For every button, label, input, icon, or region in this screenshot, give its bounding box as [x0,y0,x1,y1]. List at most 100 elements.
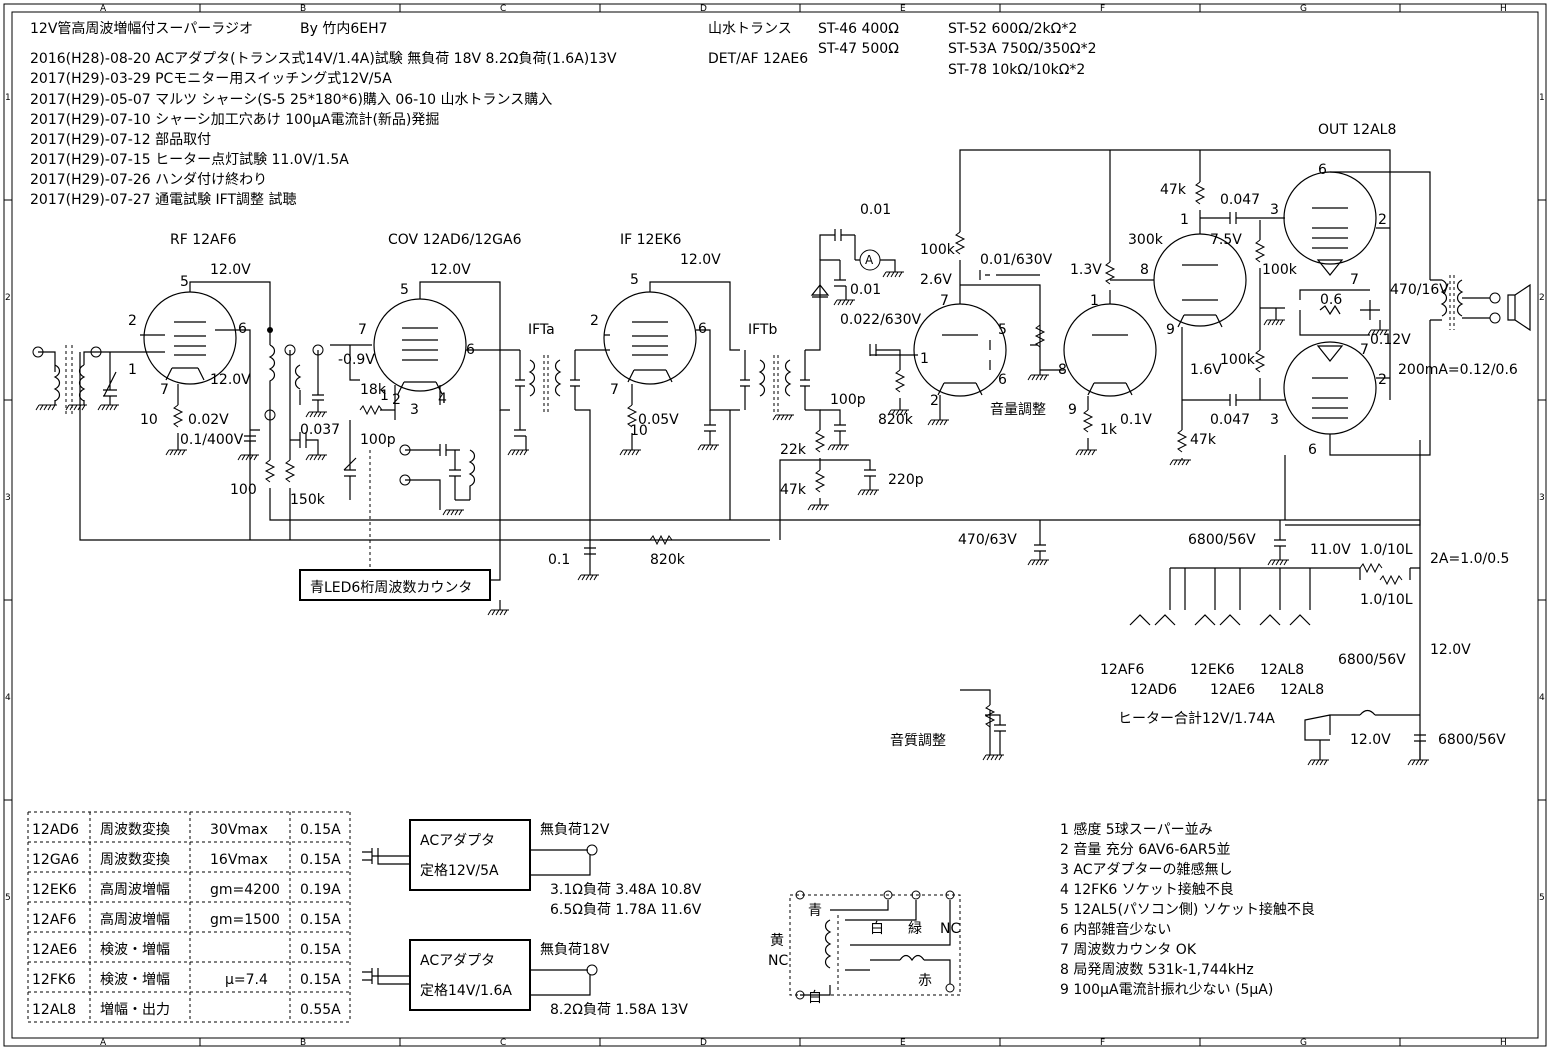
col-marker: D [700,4,707,14]
row-marker: 2 [5,293,11,303]
heater-tube-label: 12AF6 [1100,662,1144,678]
pin-number: 2 [590,313,599,329]
ac-adapter-14v: ACアダプタ 定格14V/1.6A 無負荷18V 8.2Ω負荷 1.58A 13… [362,939,688,1018]
pin-number: 1 [1090,293,1099,309]
ac-adapter-noload: 無負荷12V [540,822,610,838]
value-label: 470/63V [958,532,1017,548]
label-rf-tube: RF 12AF6 [170,232,237,248]
value-label: 18k [360,382,387,398]
value-label: 0.047 [1210,412,1250,428]
inner-frame [11,11,1539,1039]
value-label: 0.037 [300,422,340,438]
note-item: 5 12AL5(パソコン側) ソケット接触不良 [1060,901,1315,918]
table-cell: gm=1500 [210,912,280,928]
value-label: 12.0V [210,372,251,388]
pin-number: 7 [358,322,367,338]
value-label: -0.9V [338,352,375,368]
value-label: 1.3V [1070,262,1102,278]
pin-number: 6 [698,321,707,337]
ammeter-symbol: A [865,253,874,267]
value-label: 220p [888,472,924,488]
pin-number: 9 [1068,402,1077,418]
value-label: 47k [780,482,807,498]
value-label: 47k [1160,182,1187,198]
pin-number: 2 [1378,212,1387,228]
history-entry: 2017(H29)-07-10 シャーシ加工穴あけ 100µA電流計(新品)発掘 [30,112,439,128]
value-label: 22k [780,442,807,458]
value-label: 1.0/10L [1360,542,1413,558]
transformer-entry: ST-47 500Ω [818,41,899,57]
row-marker: 1 [5,93,11,103]
pin-number: 6 [1308,442,1317,458]
note-item: 3 ACアダプターの雑感無し [1060,861,1232,878]
pin-number: 5 [400,282,409,298]
value-label: 470/16V [1390,282,1449,298]
pin-number: 1 [1180,212,1189,228]
label-if-tube: IF 12EK6 [620,232,681,248]
heater-labels: 12AF6 12AD6 12EK6 12AE6 12AL8 12AL8 [1100,662,1324,698]
table-cell: 周波数変換 [100,821,170,838]
value-label: 10 [140,412,158,428]
table-row: 12AL8 増幅・出力 0.55A [32,1002,341,1018]
row-marker: 3 [1539,493,1545,503]
value-label: 100k [920,242,956,258]
row-marker: 2 [1539,293,1545,303]
value-label: 100k [1262,262,1298,278]
transformer-entry: ST-53A 750Ω/350Ω*2 [948,41,1097,57]
table-row: 12AF6 高周波増幅 gm=1500 0.15A [32,911,341,928]
value-label: 2.6V [920,272,952,288]
ift-wiring-detail: 青 黄 NC 白 白 緑 NC 赤 [768,890,961,1006]
frame-ticks [4,4,1546,1046]
note-item: 1 感度 5球スーパー並み [1060,821,1213,838]
notes-list: 1 感度 5球スーパー並み 2 音量 充分 6AV6-6AR5並 3 ACアダプ… [1060,821,1315,998]
table-cell: 12AE6 [32,942,77,958]
table-cell: 12AL8 [32,1002,76,1018]
value-label: 0.12V [1370,332,1411,348]
value-label: 12.0V [1350,732,1391,748]
value-label: 0.01 [860,202,891,218]
pin-number: 2 [1378,372,1387,388]
ac-adapter-load: 3.1Ω負荷 3.48A 10.8V [550,882,702,898]
pin-number: 6 [466,342,475,358]
history-entry: 2017(H29)-07-15 ヒーター点灯試験 11.0V/1.5A [30,152,349,168]
value-label: 0.01/630V [980,252,1053,268]
pin-number: 7 [1350,272,1359,288]
table-cell: 16Vmax [210,852,268,868]
value-label: 0.05V [638,412,679,428]
column-markers-bottom: A B C D E F G H [100,1038,1507,1048]
rf-tube-envelope [143,291,237,385]
pin-number: 1 [128,362,137,378]
ac-adapter-rating: 定格14V/1.6A [420,983,512,999]
value-label: 0.1V [1120,412,1152,428]
col-marker: C [500,4,506,14]
ift-outline [789,894,961,996]
table-cell: 増幅・出力 [100,1002,170,1018]
pin-number: 8 [1140,262,1149,278]
row-marker: 3 [5,493,11,503]
author: By 竹内6EH7 [300,21,388,37]
table-cell: gm=4200 [210,882,280,898]
label-volume-control: 音量調整 [990,401,1046,418]
pin-number: 2 [128,313,137,329]
row-marker: 5 [5,893,11,903]
value-label: 0.1/400V [180,432,244,448]
table-cell: 12AF6 [32,912,76,928]
col-marker: H [1500,4,1507,14]
pin-number: 5 [180,274,189,290]
value-label: 12.0V [210,262,251,278]
row-markers-right: 1 2 3 4 5 [1539,93,1545,903]
table-cell: 0.15A [300,972,341,988]
row-marker: 5 [1539,893,1545,903]
pin-number: 7 [1360,342,1369,358]
col-marker: A [100,4,107,14]
label-fuse-note: 2A=1.0/0.5 [1430,551,1509,567]
transformer-entry: ST-46 400Ω [818,21,899,37]
out-pentode-top [1283,171,1377,265]
value-label: 6800/56V [1338,652,1406,668]
value-label: 0.01 [850,282,881,298]
ift-wire-label: NC [940,921,960,937]
col-marker: F [1100,4,1105,14]
value-label: 47k [1190,432,1217,448]
table-cell: µ=7.4 [225,972,268,988]
